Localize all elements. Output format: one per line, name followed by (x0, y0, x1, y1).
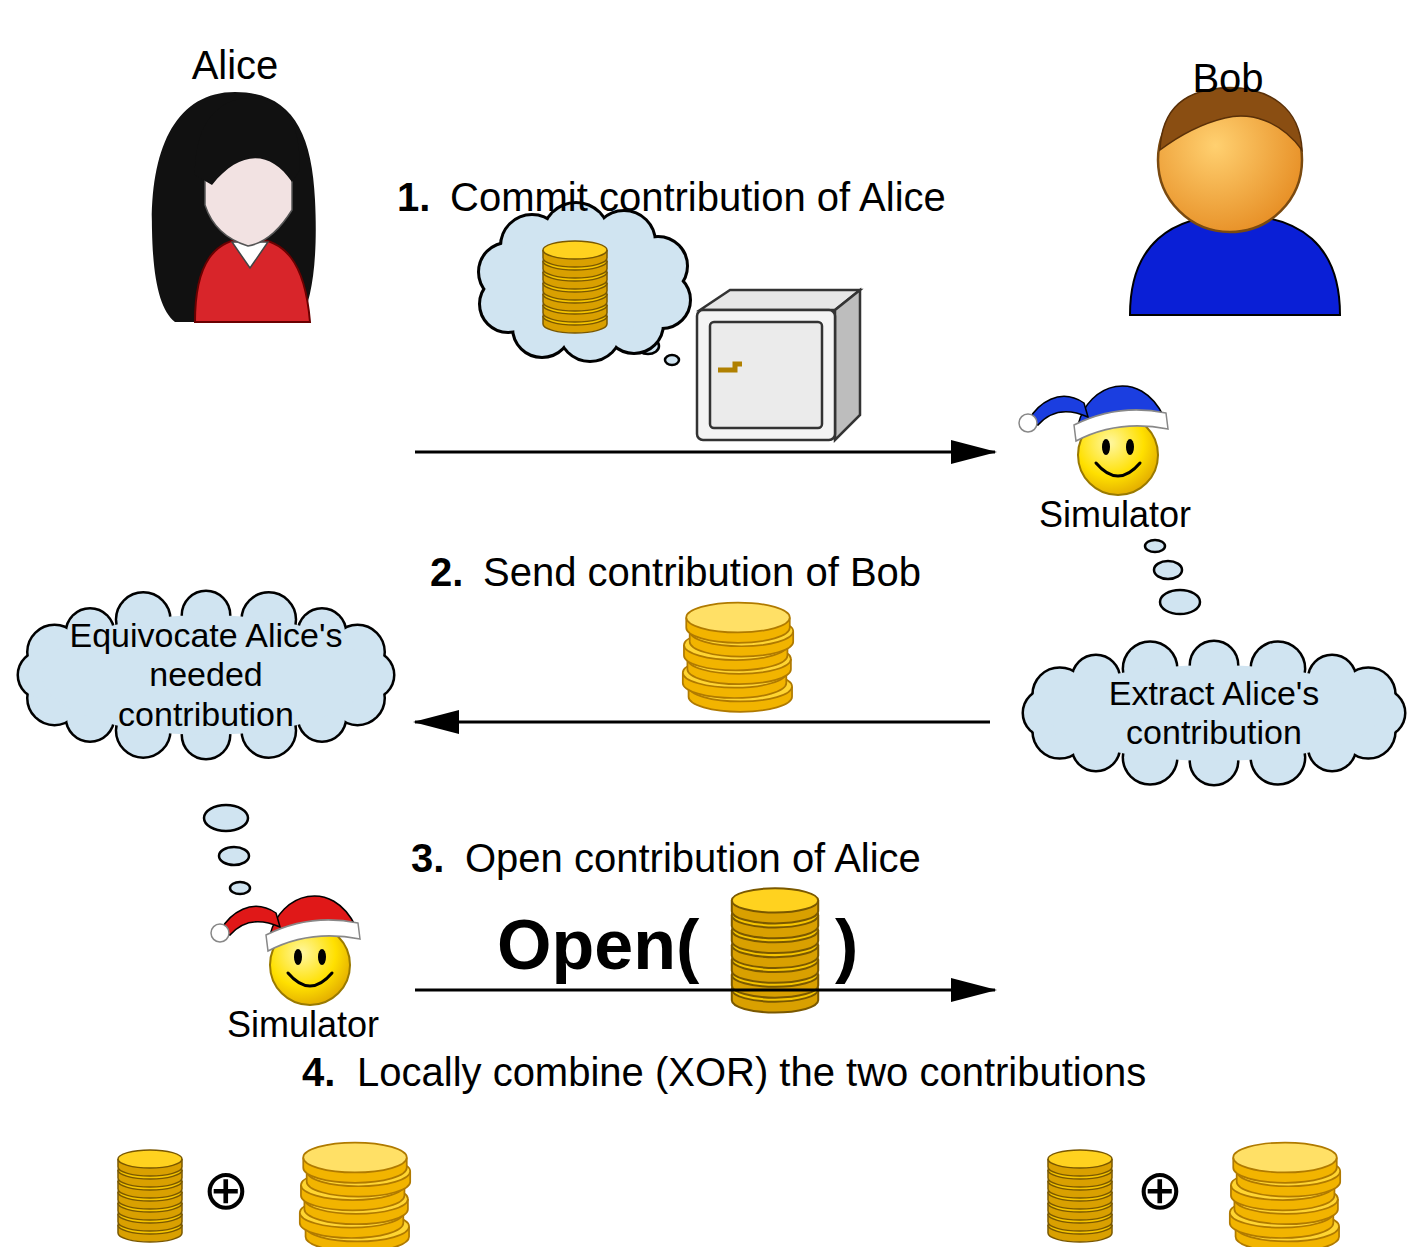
step-text: Open contribution of Alice (465, 835, 921, 881)
step-number: 3. (411, 835, 444, 881)
thought-bubble: Equivocate Alice's needed contribution (15, 588, 397, 762)
open-call: Open( (497, 905, 699, 986)
step-number: 4. (302, 1049, 335, 1095)
step-text: Locally combine (XOR) the two contributi… (357, 1049, 1146, 1095)
actor-name: Simulator (1039, 494, 1191, 535)
bubble-text: Extract Alice's contribution (1065, 674, 1363, 752)
step-text: Send contribution of Bob (483, 549, 921, 595)
alice-thought (480, 204, 689, 365)
bubble-text-box: Extract Alice's contribution (1020, 638, 1408, 788)
step-text: Commit contribution of Alice (450, 174, 946, 220)
bubble-text: Equivocate Alice's needed contribution (60, 616, 352, 733)
xor-symbol: ⊕ (1137, 1158, 1184, 1222)
bob-figure (1130, 88, 1340, 315)
actor-name: Simulator (227, 1004, 379, 1045)
open-call: ) (835, 905, 858, 986)
step-number: 1. (397, 174, 430, 220)
thought-bubble: Extract Alice's contribution (1020, 638, 1408, 788)
alice-figure (152, 92, 316, 322)
bubble-text-box: Equivocate Alice's needed contribution (15, 588, 397, 762)
xor-symbol: ⊕ (203, 1158, 250, 1222)
actor-name: Bob (1192, 55, 1263, 101)
actor-name: Alice (192, 42, 279, 88)
safe-commitment (697, 290, 860, 440)
step-number: 2. (430, 549, 463, 595)
message-arrow (415, 452, 995, 990)
